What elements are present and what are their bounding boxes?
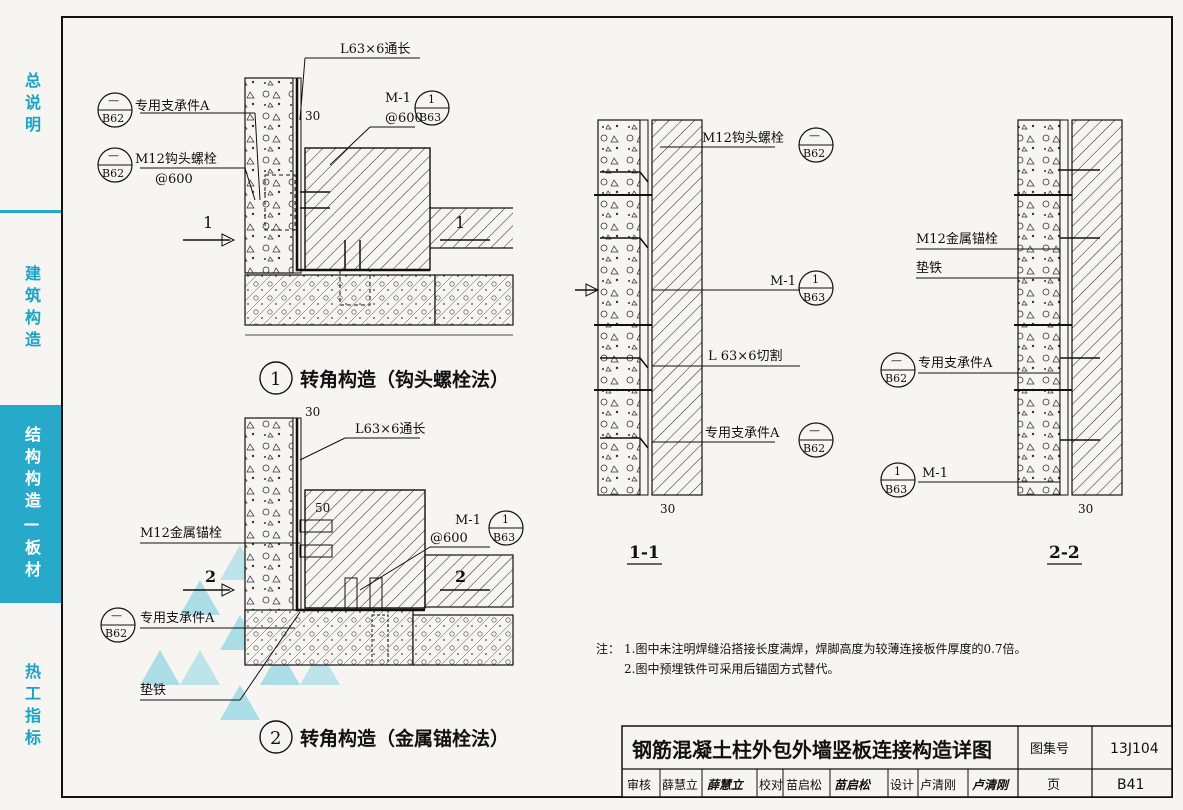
detail1-m1-label: M-1 [385, 91, 411, 106]
svg-text:B62: B62 [105, 627, 127, 640]
svg-text:@600: @600 [385, 111, 423, 126]
svg-text:页: 页 [1047, 778, 1060, 793]
sidebar-item-general[interactable]: 总说明 [0, 0, 62, 210]
sidebar-item-label: 结构构造—板材 [22, 425, 41, 583]
svg-text:50: 50 [315, 501, 330, 515]
detail1-bolt-label: M12钩头螺栓 [135, 152, 217, 167]
check-signature: 苗启松 [834, 778, 872, 792]
sidebar-item-label: 热工指标 [22, 662, 41, 751]
svg-text:苗启松: 苗启松 [786, 778, 822, 792]
svg-text:注：: 注： [596, 641, 620, 656]
section11-bolt-label: M12钩头螺栓 [702, 131, 784, 146]
detail2-title: 转角构造（金属锚栓法） [300, 727, 509, 750]
section22-anchor-label: M12金属锚栓 [916, 231, 998, 247]
sheet-frame [61, 16, 1173, 798]
svg-text:1: 1 [502, 513, 509, 526]
svg-text:—: — [891, 354, 902, 367]
sidebar-item-architecture[interactable]: 建筑构造 [0, 213, 62, 405]
svg-text:—: — [108, 94, 119, 107]
svg-text:B62: B62 [885, 372, 907, 385]
section11-angle-label: L 63×6切割 [708, 348, 782, 364]
svg-text:—: — [809, 424, 820, 437]
section22-title: 2-2 [1049, 543, 1080, 563]
svg-text:B63: B63 [803, 291, 825, 304]
svg-text:卢清刚: 卢清刚 [920, 777, 956, 792]
detail2-angle-label: L63×6通长 [355, 422, 425, 437]
svg-text:B62: B62 [102, 167, 124, 180]
svg-text:M-1: M-1 [455, 513, 481, 528]
sidebar-item-thermal[interactable]: 热工指标 [0, 603, 62, 810]
svg-text:1: 1 [812, 273, 819, 286]
svg-text:2: 2 [455, 567, 466, 586]
svg-text:图集号: 图集号 [1030, 741, 1069, 757]
svg-text:B63: B63 [885, 483, 907, 496]
section-2-2: M12金属锚栓 垫铁 专用支承件A — B62 M-1 1 B63 30 2-2 [880, 119, 1123, 565]
svg-text:@600: @600 [430, 531, 468, 546]
section-mark-left: 1 [203, 213, 213, 232]
section22-support-label: 专用支承件A [918, 356, 993, 371]
svg-text:—: — [809, 129, 820, 142]
svg-text:校对: 校对 [759, 777, 783, 792]
svg-text:—: — [108, 149, 119, 162]
sidebar-item-structure[interactable]: 结构构造—板材 [0, 405, 62, 603]
section11-support-label: 专用支承件A [705, 426, 780, 441]
svg-text:B63: B63 [419, 111, 441, 124]
detail1-column [304, 147, 431, 271]
svg-text:审核: 审核 [627, 777, 651, 792]
svg-text:1: 1 [894, 465, 901, 478]
svg-text:设计: 设计 [890, 778, 914, 792]
section11-m1-label: M-1 [770, 274, 796, 289]
svg-text:2: 2 [270, 728, 281, 749]
title-block: 钢筋混凝土柱外包外墙竖板连接构造详图 图集号 13J104 审核 薛慧立 薛慧立… [621, 725, 1173, 798]
svg-text:30: 30 [1078, 502, 1093, 516]
notes: 注： 1.图中未注明焊缝沿搭接长度满焊，焊脚高度为较薄连接板件厚度的0.7倍。 … [596, 641, 1027, 676]
section-1-1: M12钩头螺栓 — B62 M-1 1 B63 L 63×6切割 专用支承件A … [575, 119, 834, 565]
page-number: B41 [1117, 777, 1144, 793]
svg-text:1: 1 [428, 93, 435, 106]
svg-text:B62: B62 [803, 147, 825, 160]
svg-text:30: 30 [660, 502, 675, 516]
section22-shim-label: 垫铁 [916, 260, 942, 276]
detail1-title: 转角构造（钩头螺栓法） [300, 368, 509, 391]
detail-2-corner-anchor-bolt: 2 2 30 L63×6通长 50 M12金属锚栓 专用支承件A — B62 垫… [100, 405, 524, 754]
drawing-title: 钢筋混凝土柱外包外墙竖板连接构造详图 [632, 738, 992, 762]
svg-text:B62: B62 [102, 112, 124, 125]
note-line-1: 1.图中未注明焊缝沿搭接长度满焊，焊脚高度为较薄连接板件厚度的0.7倍。 [624, 641, 1027, 656]
detail2-anchor-label: M12金属锚栓 [140, 525, 222, 541]
detail2-shim-label: 垫铁 [140, 682, 166, 698]
svg-text:2: 2 [205, 567, 216, 586]
detail1-support-label: 专用支承件A [135, 99, 210, 114]
sidebar-item-label: 建筑构造 [22, 265, 41, 353]
svg-text:@600: @600 [155, 172, 193, 187]
sidebar: 总说明 建筑构造 结构构造—板材 热工指标 [0, 0, 62, 810]
svg-text:专用支承件A: 专用支承件A [140, 611, 215, 626]
section11-title: 1-1 [629, 543, 660, 563]
svg-text:薛慧立: 薛慧立 [662, 777, 698, 792]
atlas-number: 13J104 [1110, 741, 1159, 757]
svg-text:30: 30 [305, 405, 320, 419]
section22-m1-label: M-1 [922, 466, 948, 481]
review-signature: 薛慧立 [707, 778, 745, 792]
svg-text:—: — [111, 609, 122, 622]
svg-text:B62: B62 [803, 442, 825, 455]
section-mark-right: 1 [455, 213, 465, 232]
svg-text:B63: B63 [493, 531, 515, 544]
detail1-dim-30: 30 [305, 109, 320, 123]
detail-1-corner-hook-bolt: 1 1 L63×6通长 30 专用支承件A — B62 M12钩头螺栓 @600… [97, 42, 514, 395]
note-line-2: 2.图中预埋铁件可采用后锚固方式替代。 [624, 661, 839, 676]
svg-text:1: 1 [270, 369, 281, 390]
sidebar-divider [0, 210, 62, 213]
detail1-wall-bottom-ext [434, 274, 514, 326]
detail1-angle-label: L63×6通长 [340, 42, 410, 57]
sidebar-item-label: 总说明 [22, 72, 41, 138]
design-signature: 卢清刚 [971, 778, 1010, 792]
